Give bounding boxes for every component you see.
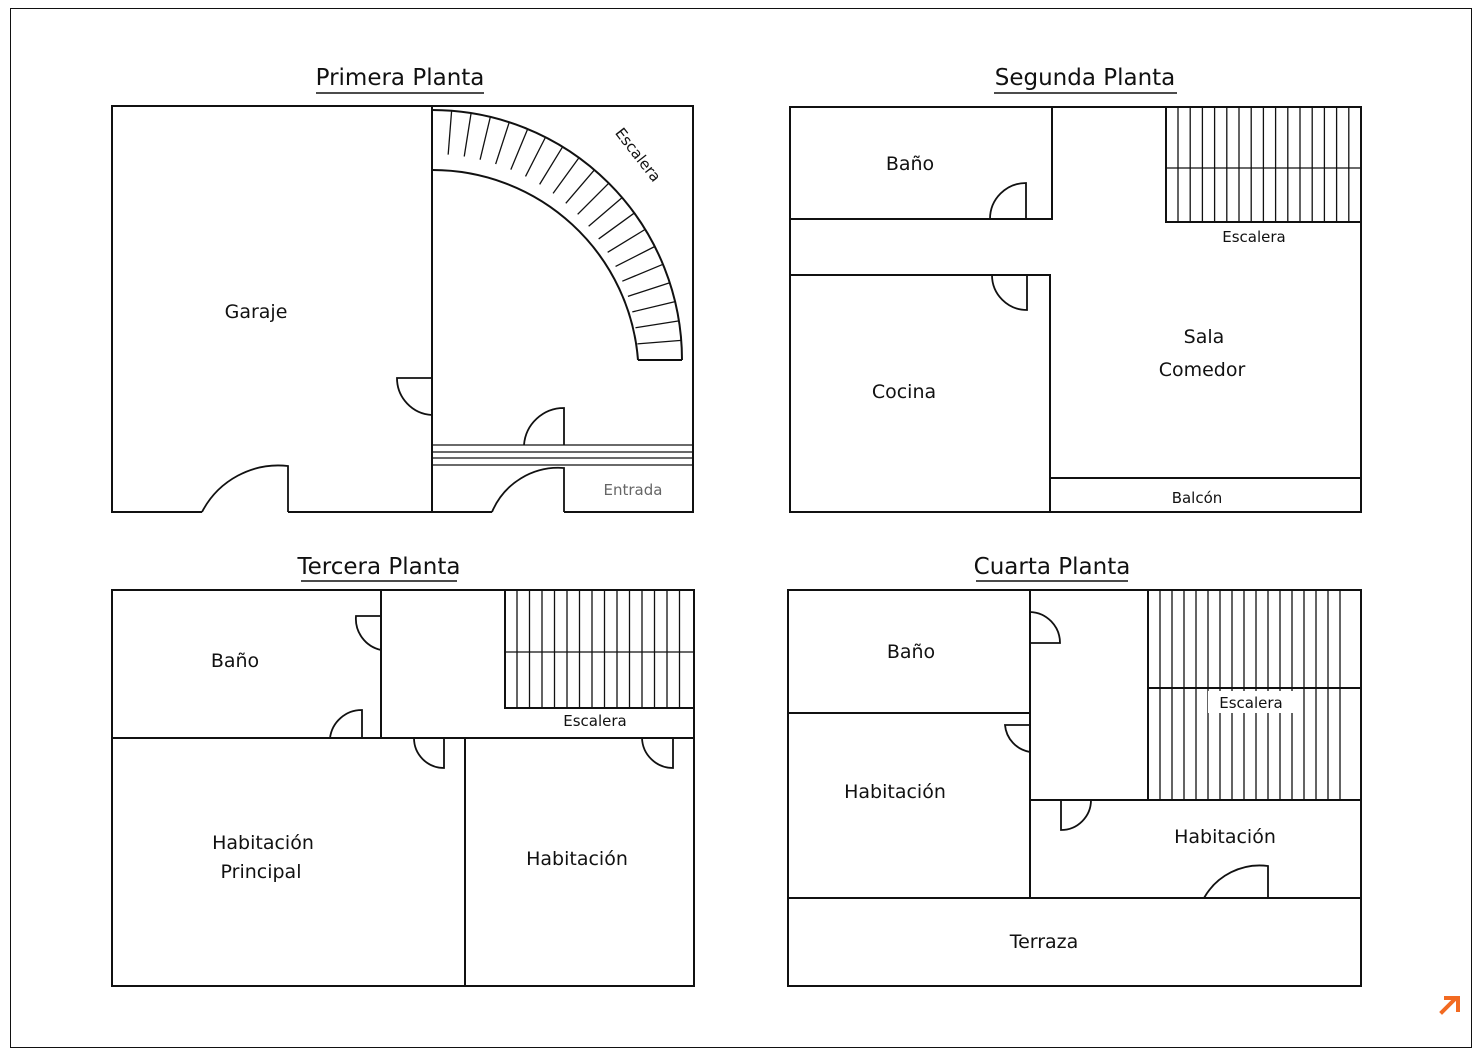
stair-treads [431, 110, 682, 361]
stair-tread [495, 122, 510, 165]
door-bedroom [641, 737, 674, 769]
label-stairs: Escalera [1222, 228, 1286, 246]
floor-first-title: Primera Planta [316, 65, 485, 91]
stair-tread [622, 263, 664, 282]
floor-first: Primera Planta Escalera [111, 65, 694, 514]
label-entrance: Entrada [604, 481, 663, 499]
label-terrace: Terraza [1009, 931, 1079, 953]
floor-third: Tercera Planta Baño Escalera Habitación … [111, 554, 695, 987]
door-garage-hall [396, 377, 433, 416]
door-master [413, 737, 445, 769]
door-entrance [491, 466, 565, 514]
label-bedroom-left: Habitación [844, 781, 946, 803]
door-hall [523, 407, 565, 446]
stair-tread [577, 182, 610, 215]
door-bathroom [989, 182, 1027, 220]
door-kitchen [991, 274, 1028, 311]
spiral-staircase [431, 109, 683, 361]
floor-second-title: Segunda Planta [995, 65, 1176, 91]
stair-tread [632, 301, 676, 313]
stair-tread [524, 136, 547, 177]
floor-second-outline [789, 106, 1362, 513]
door-bath-hall [1029, 611, 1061, 644]
stair-treads [516, 590, 681, 708]
stair-tread [627, 282, 670, 297]
label-bathroom: Baño [887, 641, 935, 663]
floor-second: Segunda Planta Baño Escalera Sala Comedo… [789, 65, 1362, 513]
stair-tread [510, 128, 529, 170]
label-bathroom: Baño [211, 650, 259, 672]
stair-tread [598, 212, 635, 240]
staircase [504, 589, 695, 709]
bathroom-walls [790, 107, 1053, 220]
door-garage [201, 464, 289, 514]
door-terrace [1203, 864, 1269, 899]
floor-third-outline [111, 589, 695, 987]
label-stairs: Escalera [611, 124, 664, 185]
sheet-frame [10, 8, 1472, 1048]
staircase [1165, 106, 1362, 223]
stair-tread [615, 245, 656, 268]
kitchen-walls [790, 274, 1051, 512]
label-garage: Garaje [225, 301, 288, 323]
stair-tread [479, 116, 491, 160]
floor-fourth-title: Cuarta Planta [974, 554, 1131, 580]
stair-tread [635, 320, 680, 329]
stair-treads [1177, 107, 1350, 222]
door-bedroom-right [1060, 799, 1092, 831]
label-bathroom: Baño [886, 153, 934, 175]
stair-tread [565, 169, 595, 204]
stair-tread [447, 110, 453, 155]
label-bedroom: Habitación [526, 848, 628, 870]
stair-tread [463, 112, 472, 157]
door-bath-hall [355, 615, 382, 651]
label-master-1: Habitación [212, 832, 314, 854]
stair-tread [588, 197, 623, 227]
label-master-2: Principal [221, 861, 302, 883]
stair-inner-curve [431, 168, 639, 361]
floor-first-outline [111, 105, 694, 513]
stair-tread [552, 157, 580, 194]
door-bath-master [328, 709, 363, 739]
door-bedroom-left [1004, 724, 1031, 753]
label-dining: Comedor [1159, 359, 1246, 381]
stair-tread [539, 146, 564, 185]
label-balcony: Balcón [1172, 489, 1223, 507]
stair-tread [637, 339, 682, 345]
arrow-up-right-icon [1439, 996, 1460, 1015]
floor-fourth: Cuarta Planta Baño Escalera Habitación H… [787, 554, 1362, 987]
floor-third-title: Tercera Planta [297, 554, 461, 580]
label-stairs: Escalera [1219, 694, 1283, 712]
label-kitchen: Cocina [872, 381, 936, 403]
staircase [1147, 589, 1362, 801]
label-stairs: Escalera [563, 712, 627, 730]
label-living: Sala [1184, 326, 1225, 348]
stair-treads [1159, 590, 1341, 800]
stair-tread [607, 228, 646, 253]
label-bedroom-right: Habitación [1174, 826, 1276, 848]
